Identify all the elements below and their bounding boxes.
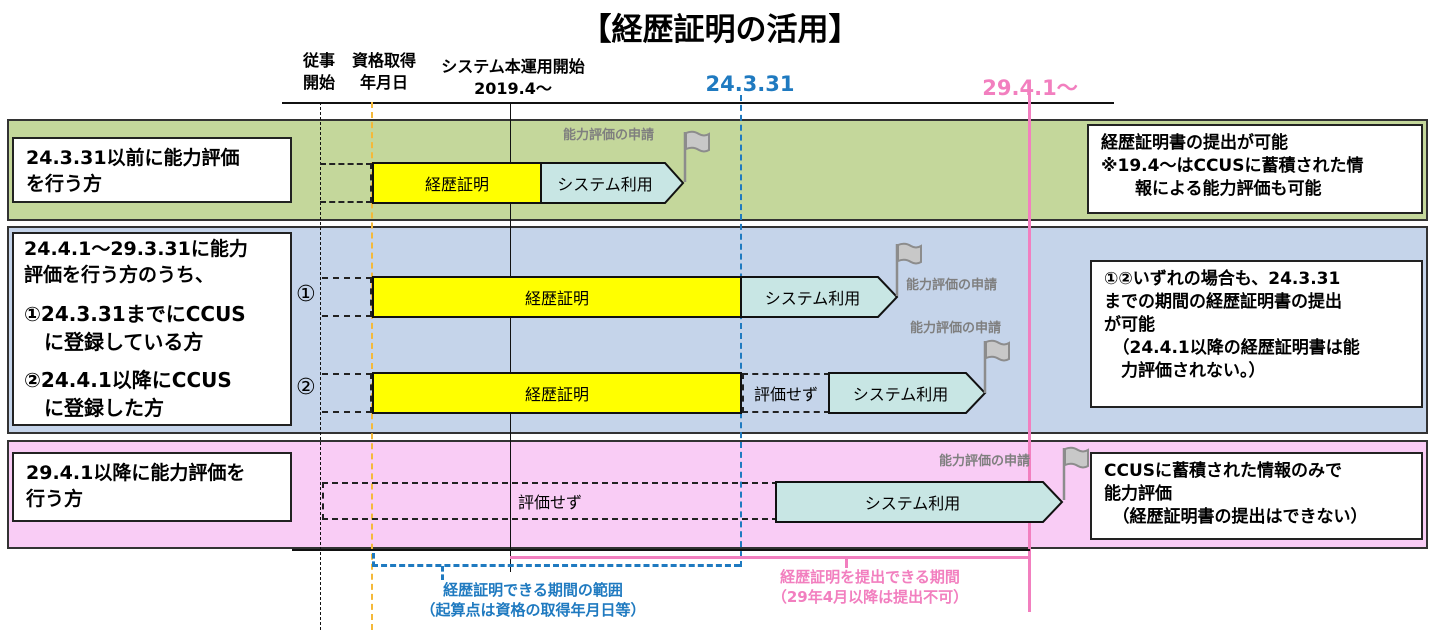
band1-bar-keireki: 経歴証明 bbox=[372, 162, 542, 204]
flag-icon bbox=[683, 130, 710, 182]
blue-range-tick bbox=[441, 566, 444, 580]
band2-left-case2: ②24.4.1以降にCCUS に登録した方 bbox=[24, 368, 232, 420]
band2-row2-arrow-system bbox=[828, 372, 987, 414]
band1-flag-label: 能力評価の申請 bbox=[563, 128, 655, 143]
band3-right-note: CCUSに蓄積された情報のみで 能力評価 （経歴証明書の提出はできない） bbox=[1090, 452, 1423, 540]
band2-row1-arrow-system bbox=[740, 276, 899, 318]
header-date-blue: 24.3.31 bbox=[705, 72, 795, 96]
band1-right-note: 経歴証明書の提出が可能 ※19.4～はCCUSに蓄積された情 報による能力評価も… bbox=[1087, 124, 1423, 214]
band2-row2-dash-no-eval: 評価せず bbox=[742, 373, 830, 413]
band2-right-note: ①②いずれの場合も、24.3.31 までの期間の経歴証明書の提出 が可能 （24… bbox=[1090, 260, 1423, 408]
band2-row2-flag-label: 能力評価の申請 bbox=[910, 321, 1002, 336]
band2-row1-dash-start bbox=[322, 277, 372, 317]
header-baseline bbox=[282, 102, 1114, 104]
header-system-start: システム本運用開始 2019.4～ bbox=[441, 57, 585, 98]
flag-icon bbox=[895, 242, 922, 296]
header-work-start: 従事 開始 bbox=[302, 51, 335, 92]
band2-row2-marker: ② bbox=[296, 375, 316, 400]
blue-range-bracket bbox=[372, 564, 740, 567]
band3-arrow-label: システム利用 bbox=[864, 494, 961, 513]
line-qualification-date bbox=[371, 102, 373, 630]
pink-range-label: 経歴証明を提出できる期間 （29年4月以降は提出不可） bbox=[771, 568, 969, 606]
pink-range-bracket bbox=[742, 556, 1028, 559]
band2-row1-marker: ① bbox=[296, 282, 316, 307]
pink-range-tick bbox=[845, 556, 848, 568]
band1-dash-start bbox=[320, 163, 372, 203]
flag-icon bbox=[983, 339, 1010, 393]
band2-row2-dash-start bbox=[322, 373, 372, 413]
band2-row2-bar-keireki: 経歴証明 bbox=[372, 372, 742, 414]
band3-flag-label: 能力評価の申請 bbox=[939, 454, 1031, 469]
band1-arrow-system bbox=[540, 162, 685, 204]
diagram-title: 【経歴証明の活用】 bbox=[580, 12, 860, 48]
line-system-start bbox=[510, 102, 511, 572]
band2-left-case1: ①24.3.31までにCCUS に登録している方 bbox=[24, 302, 246, 354]
band3-left-label: 29.4.1以降に能力評価を 行う方 bbox=[12, 452, 292, 522]
band1-arrow-label: システム利用 bbox=[557, 175, 653, 194]
bottom-baseline bbox=[292, 549, 1030, 551]
band2-row1-bar-keireki: 経歴証明 bbox=[372, 276, 742, 318]
line-work-start bbox=[320, 102, 321, 630]
header-qualification-date: 資格取得 年月日 bbox=[351, 51, 416, 92]
blue-range-label: 経歴証明できる期間の範囲 （起算点は資格の取得年月日等） bbox=[420, 581, 646, 619]
band3-dash-no-eval: 評価せず bbox=[322, 482, 778, 520]
band2-row1-arrow-label: システム利用 bbox=[764, 289, 861, 308]
blue-range-left bbox=[372, 553, 375, 567]
band2-left-label: 24.4.1～29.3.31に能力 評価を行う方のうち、 ①24.3.31までに… bbox=[12, 232, 292, 426]
band2-left-title: 24.4.1～29.3.31に能力 評価を行う方のうち、 bbox=[24, 238, 248, 286]
band3-arrow-system bbox=[775, 481, 1064, 523]
line-date-pink bbox=[1028, 95, 1031, 612]
flag-icon bbox=[1062, 446, 1089, 500]
band2-row1-flag-label: 能力評価の申請 bbox=[906, 278, 998, 293]
line-date-blue bbox=[740, 95, 742, 567]
band1-left-label: 24.3.31以前に能力評価 を行う方 bbox=[12, 137, 292, 203]
pink-range-bracket-left bbox=[510, 556, 742, 559]
band2-row2-arrow-label: システム利用 bbox=[852, 385, 949, 404]
